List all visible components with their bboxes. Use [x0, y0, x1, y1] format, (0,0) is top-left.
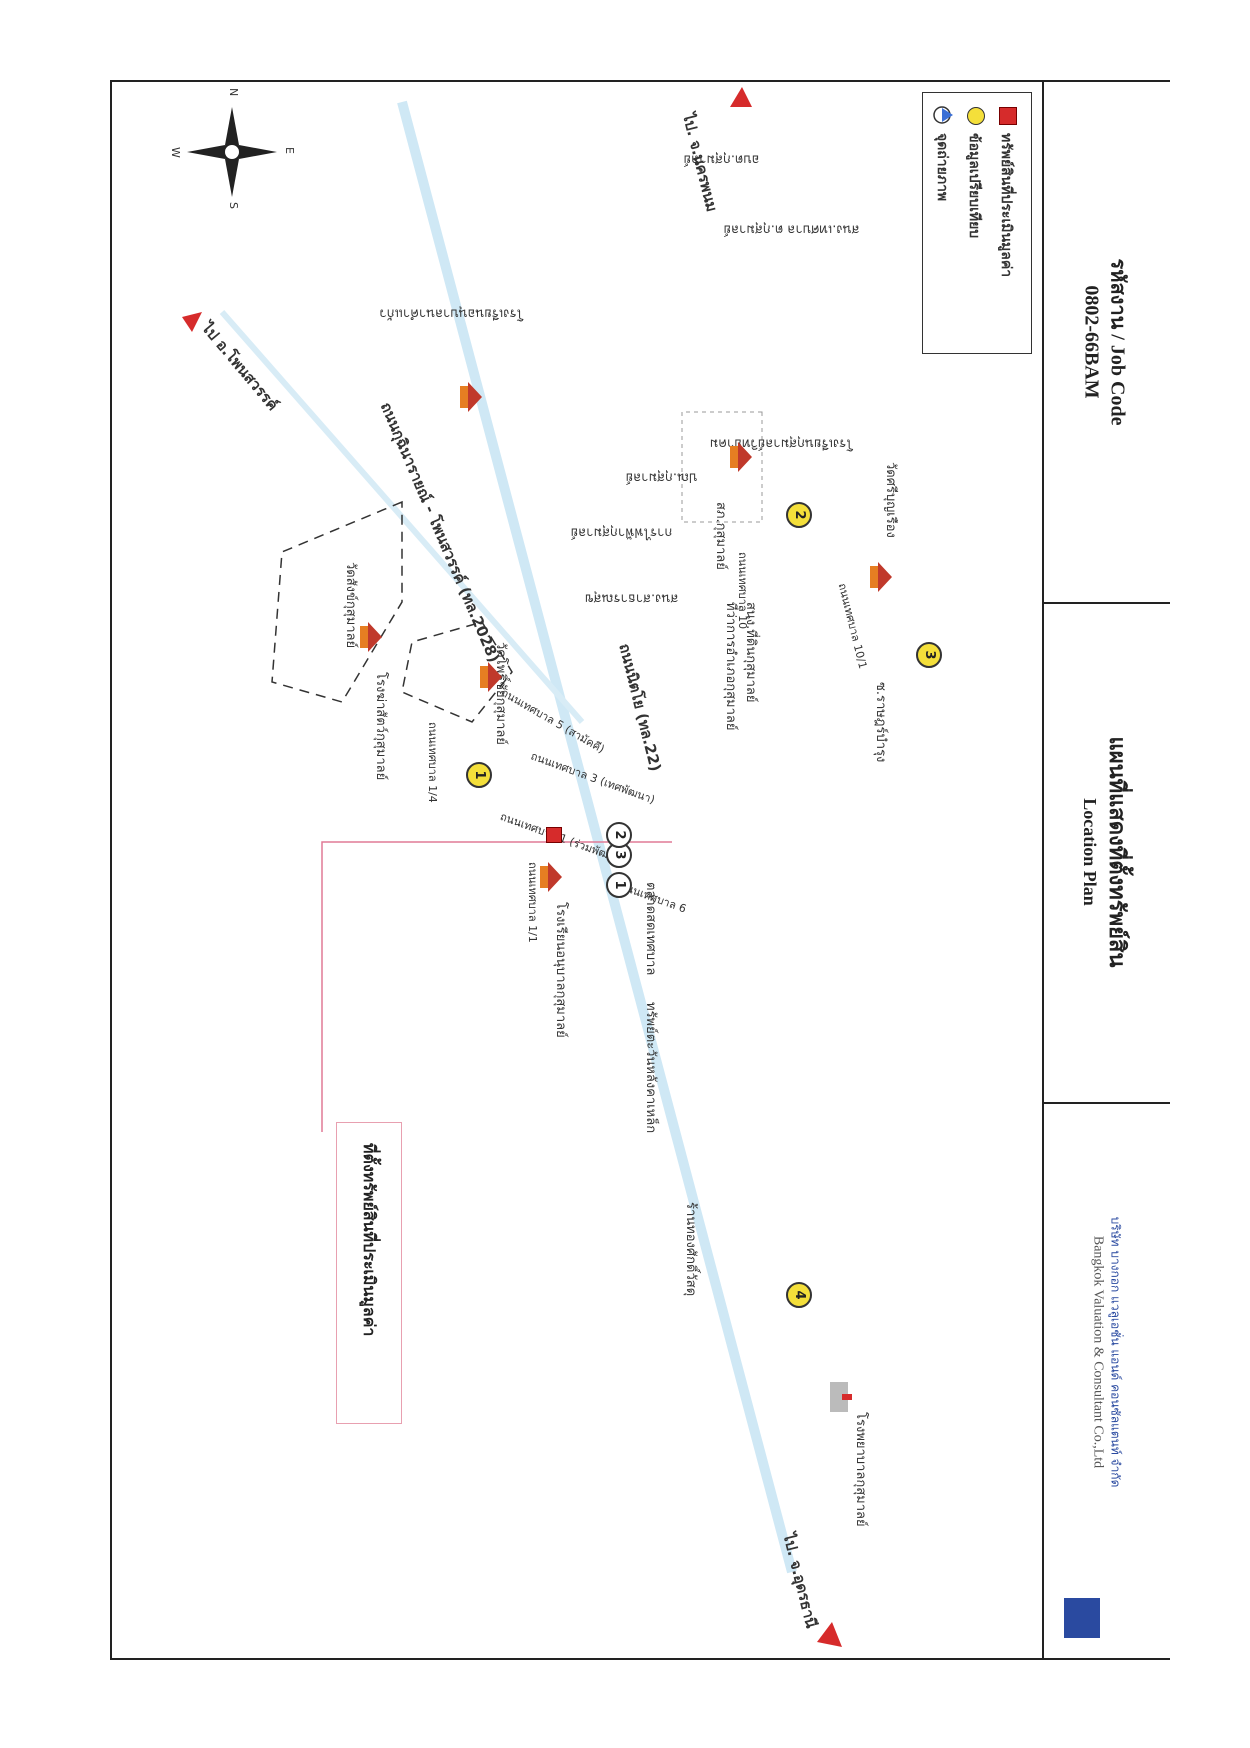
district-office-label: ที่ว่าการอำเภอกุสุมาลย์ — [723, 602, 738, 731]
arrow-nakhon-phanom — [730, 87, 752, 107]
property-callout-text: ที่ตั้งทรัพย์สินที่ประเมินมูลค่า — [360, 1143, 379, 1337]
police-label: สภ.กุสุมาลย์ — [713, 502, 728, 570]
land-office-label: สนง.ที่ดินกุสุมาลย์ — [743, 602, 758, 703]
school-icon — [460, 382, 482, 412]
wat-si-label: วัดศรีบุญเรือง — [883, 462, 898, 538]
ptt-label: ทรัพย์ตะวันหลังคาเหล็ก — [643, 1002, 658, 1134]
school-anuban-label: โรงเรียนอนุบาลกุสุมาลย์ — [553, 902, 568, 1038]
legend-property-label: ทรัพย์สินที่ประเมินมูลค่า — [998, 133, 1014, 278]
temple-icon — [480, 662, 502, 692]
municipal-office-label: สนง.เทศบาล ต.กุสุมาลย์ — [723, 221, 860, 237]
school-icon — [540, 862, 562, 892]
legend: ทรัพย์สินที่ประเมินมูลค่า ข้อมูลเปรียบเท… — [922, 92, 1032, 354]
property-marker[interactable] — [546, 827, 562, 843]
gold-shop-label: ร้านทองศักดิ์วัสดุ — [683, 1202, 698, 1297]
comparable-3[interactable]: 3 — [916, 642, 942, 668]
wat-phothi-boundary — [401, 621, 513, 723]
property-callout-box: ที่ตั้งทรัพย์สินที่ประเมินมูลค่า — [336, 1122, 402, 1424]
arrow-udon — [817, 1622, 842, 1647]
school-boundary — [681, 411, 763, 523]
school-icon — [730, 442, 752, 472]
wat-sang-label: วัดสังข์กุสุมาลย์ — [343, 562, 358, 649]
compass-e: E — [283, 147, 296, 154]
company-logo-icon — [1064, 1598, 1100, 1638]
comparable-2[interactable]: 2 — [786, 502, 812, 528]
photo-point-2[interactable]: 2 — [606, 822, 632, 848]
slaughter-label: โรงฆ่าสัตว์กุสุมาลย์ — [373, 672, 388, 781]
post-label: ปณ.กุสุมาลย์ — [625, 469, 698, 485]
school-phonsawan-label: โรงเรียนอนุบาลนาคำแก้ว — [379, 305, 524, 321]
plan-title-group: แผนที่แสดงที่ตั้งทรัพย์สิน Location Plan — [1079, 737, 1135, 968]
municipality-label: อบต.กุสุมาลย์ — [683, 151, 760, 167]
arrow-phon-sawan — [182, 312, 202, 332]
compass-n: N — [227, 88, 240, 97]
location-plan-sheet: E S W N ถนนกุฉินารายณ์ - โพนสวรรค์ (ทล.2… — [110, 80, 1170, 1660]
legend-photo-icon — [933, 106, 953, 124]
comparable-4[interactable]: 4 — [786, 1282, 812, 1308]
legend-photo-label: จุดถ่ายภาพ — [934, 133, 950, 202]
wat-phothi-label: วัดโพธิ์ชัยกุสุมาลย์ — [493, 642, 508, 745]
comparable-1[interactable]: 1 — [466, 762, 492, 788]
fresh-market-label: ตลาดสดเทศบาล — [643, 882, 658, 976]
hospital-icon — [830, 1382, 852, 1412]
plan-title-en: Location Plan — [1080, 798, 1100, 906]
wat-sang-boundary — [271, 500, 403, 703]
company-cell: บริษัท บางกอก แวลูเอชั่น แอนด์ คอนซัลแตน… — [1044, 1102, 1170, 1658]
map-roads — [182, 87, 842, 1647]
temple-icon — [360, 622, 382, 652]
compass: E S W N — [169, 88, 296, 209]
photo-point-1[interactable]: 1 — [606, 872, 632, 898]
compass-s: S — [227, 202, 240, 209]
soi-1-4-label: ถนนเทศบาล 1/4 — [426, 722, 439, 803]
map-canvas: E S W N ถนนกุฉินารายณ์ - โพนสวรรค์ (ทล.2… — [112, 82, 1042, 1662]
plan-title-th: แผนที่แสดงที่ตั้งทรัพย์สิน — [1105, 736, 1130, 968]
compass-w: W — [169, 147, 182, 158]
map-area: E S W N ถนนกุฉินารายณ์ - โพนสวรรค์ (ทล.2… — [112, 82, 1162, 1662]
plan-title-cell: แผนที่แสดงที่ตั้งทรัพย์สิน Location Plan — [1044, 602, 1170, 1104]
legend-comparable-label: ข้อมูลเปรียบเทียบ — [966, 133, 982, 239]
hospital-label: โรงพยาบาลกุสุมาลย์ — [853, 1412, 868, 1527]
compass-rose-icon — [187, 107, 277, 197]
power-label: การไฟฟ้ากุสุมาลย์ — [570, 524, 673, 540]
company-en: Bangkok Valuation & Consultant Co.,Ltd — [1090, 1236, 1106, 1469]
job-code-cell: รหัสงาน / Job Code 0802-66BAM — [1044, 82, 1170, 604]
company-group: บริษัท บางกอก แวลูเอชั่น แอนด์ คอนซัลแตน… — [1090, 1217, 1125, 1488]
job-code-group: รหัสงาน / Job Code 0802-66BAM — [1080, 259, 1135, 426]
legend-comparable-symbol — [967, 107, 985, 125]
job-code-label: รหัสงาน / Job Code — [1106, 258, 1129, 426]
route-22-road — [397, 100, 797, 1574]
temple-icon — [870, 562, 892, 592]
company-th: บริษัท บางกอก แวลูเอชั่น แอนด์ คอนซัลแตน… — [1108, 1216, 1123, 1488]
job-code: 0802-66BAM — [1080, 285, 1103, 399]
legend-property-symbol — [999, 107, 1017, 125]
title-block: รหัสงาน / Job Code 0802-66BAM แผนที่แสดง… — [1042, 82, 1170, 1658]
comp3-road-label: ซ.ราษฎร์บำรุง — [873, 682, 888, 763]
health-label: สนง.สาธารณสุข — [584, 590, 679, 606]
